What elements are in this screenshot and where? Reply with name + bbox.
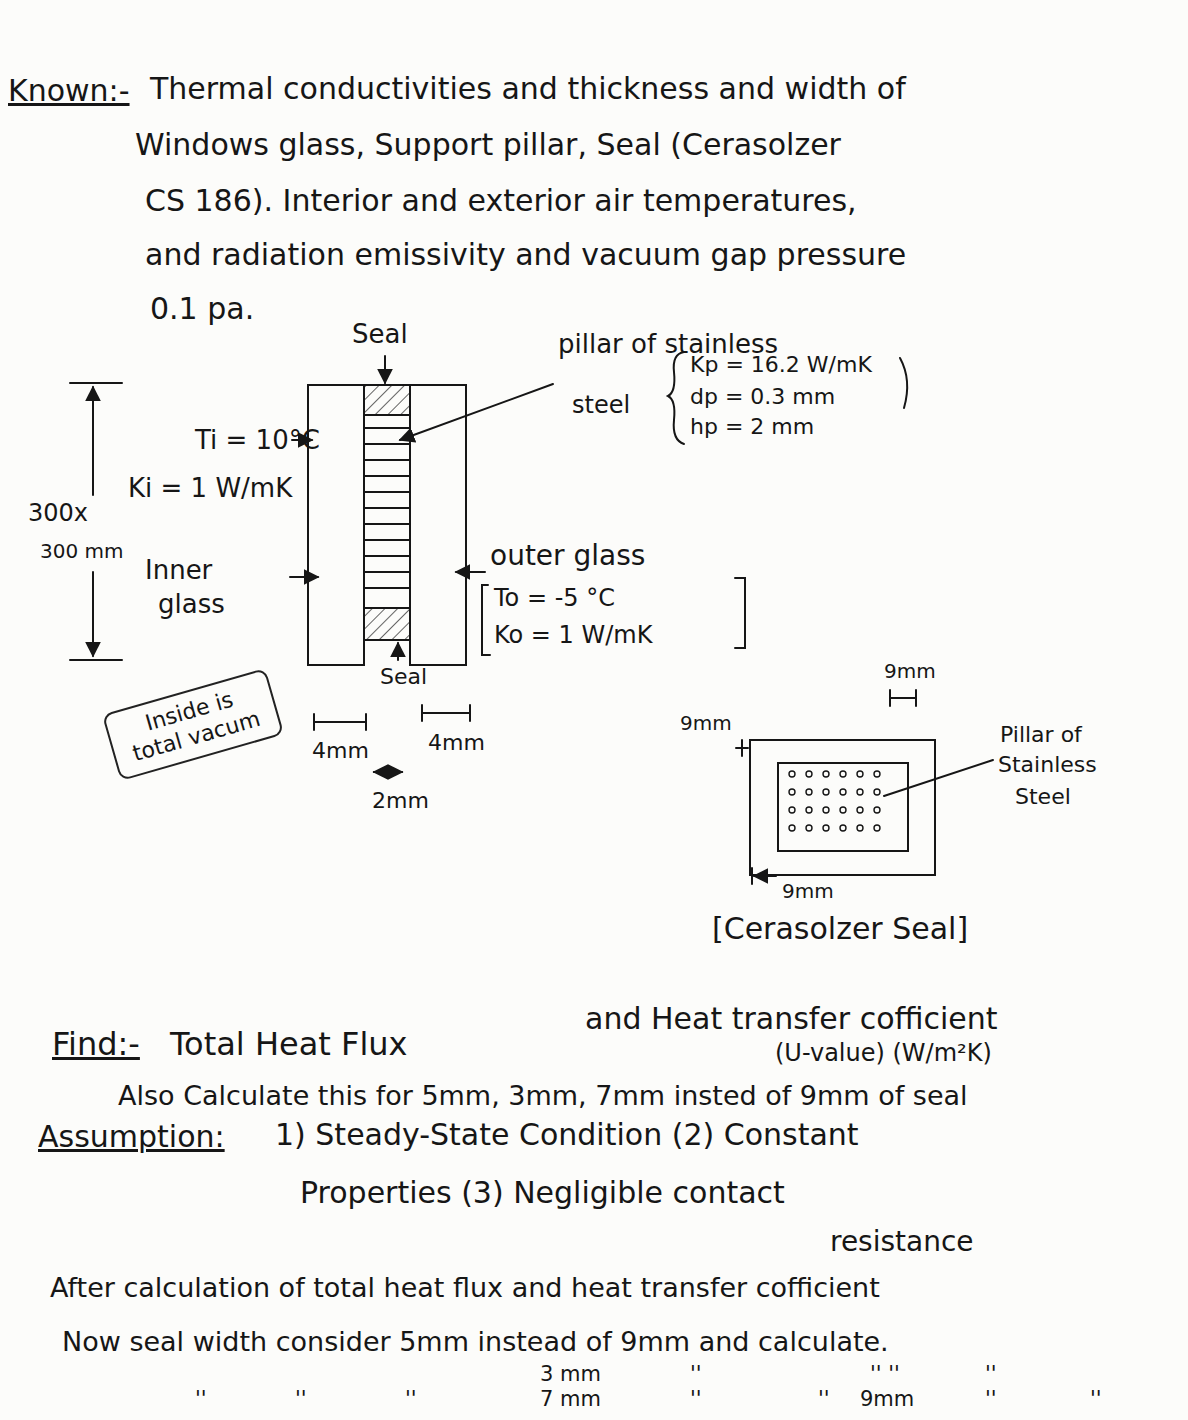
annotation-text: '' bbox=[405, 1387, 417, 1411]
annotation-text: (U-value) (W/m²K) bbox=[775, 1040, 992, 1068]
annotation-text: Also Calculate this for 5mm, 3mm, 7mm in… bbox=[118, 1080, 968, 1111]
annotation-text: To = -5 °C bbox=[494, 585, 615, 613]
annotation-text: '' bbox=[195, 1387, 207, 1411]
annotation-text: 9mm bbox=[860, 1387, 914, 1411]
annotation-text: 9mm bbox=[680, 712, 732, 735]
annotation-text: '' bbox=[690, 1387, 702, 1411]
annotation-text: Total Heat Flux bbox=[170, 1026, 408, 1063]
note-box: Inside is total vacum bbox=[102, 668, 284, 781]
note-text: Inside is total vacum bbox=[116, 679, 271, 770]
annotation-text: 9mm bbox=[782, 880, 834, 903]
annotation-text: 0.1 pa. bbox=[150, 292, 254, 327]
annotation-text: glass bbox=[158, 590, 225, 620]
annotation-text: Stainless bbox=[998, 752, 1097, 777]
annotation-text: Pillar of bbox=[1000, 722, 1082, 747]
annotation-text: '' bbox=[690, 1362, 702, 1386]
annotation-text: Properties (3) Negligible contact bbox=[300, 1176, 785, 1211]
annotation-text: Seal bbox=[380, 664, 427, 689]
annotation-text: 300 mm bbox=[40, 540, 124, 563]
annotation-text: 1) Steady-State Condition (2) Constant bbox=[275, 1118, 859, 1153]
annotation-text: Now seal width consider 5mm instead of 9… bbox=[62, 1326, 889, 1357]
annotation-text: dp = 0.3 mm bbox=[690, 384, 835, 409]
annotation-text: '' bbox=[985, 1387, 997, 1411]
annotation-text: 300x bbox=[28, 500, 88, 528]
annotation-text: Ti = 10°C bbox=[195, 426, 320, 456]
annotation-text: CS 186). Interior and exterior air tempe… bbox=[145, 184, 857, 219]
annotation-text: 9mm bbox=[884, 660, 936, 683]
annotation-text: '' bbox=[818, 1387, 830, 1411]
annotation-text: 7 mm bbox=[540, 1387, 601, 1411]
annotation-text: 4mm bbox=[428, 730, 485, 755]
annotation-text: Ko = 1 W/mK bbox=[494, 622, 652, 650]
annotation-text: Thermal conductivities and thickness and… bbox=[150, 72, 906, 107]
annotation-text: Seal bbox=[352, 320, 408, 350]
annotation-text: 3 mm bbox=[540, 1362, 601, 1386]
annotation-text: and radiation emissivity and vacuum gap … bbox=[145, 238, 906, 273]
annotation-text: Windows glass, Support pillar, Seal (Cer… bbox=[135, 128, 841, 163]
annotation-text: Ki = 1 W/mK bbox=[128, 474, 292, 504]
annotation-text: [Cerasolzer Seal] bbox=[712, 912, 968, 947]
annotation-text: Inner bbox=[145, 556, 212, 586]
annotation-text: Assumption: bbox=[38, 1120, 225, 1155]
annotation-text: '' bbox=[295, 1387, 307, 1411]
annotation-text: Steel bbox=[1015, 784, 1071, 809]
annotation-text: outer glass bbox=[490, 540, 645, 572]
annotation-text: 2mm bbox=[372, 788, 429, 813]
annotation-text: resistance bbox=[830, 1226, 974, 1258]
annotation-text: '' bbox=[985, 1362, 997, 1386]
annotation-text: Kp = 16.2 W/mK bbox=[690, 352, 872, 377]
annotation-text: 4mm bbox=[312, 738, 369, 763]
annotation-text: Known:- bbox=[8, 74, 130, 109]
annotation-text: After calculation of total heat flux and… bbox=[50, 1272, 880, 1303]
annotation-text: and Heat transfer cofficient bbox=[585, 1002, 998, 1037]
annotation-text: '' bbox=[1090, 1387, 1102, 1411]
annotation-text: '' '' bbox=[870, 1362, 900, 1386]
annotation-text: hp = 2 mm bbox=[690, 414, 814, 439]
annotation-text: steel bbox=[572, 392, 630, 420]
annotation-text: Find:- bbox=[52, 1026, 140, 1063]
